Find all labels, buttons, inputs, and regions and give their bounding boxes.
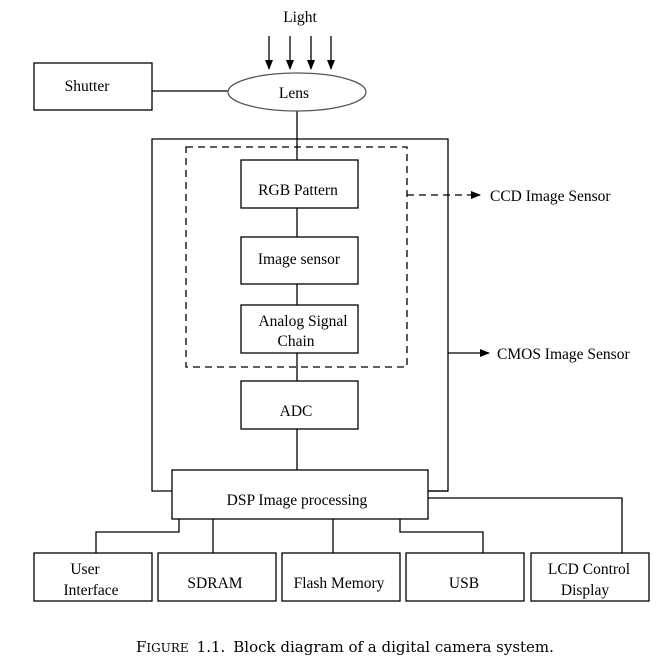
adc-block: ADC	[240, 380, 359, 430]
lcd-control-display-block: LCD Control Display	[530, 552, 650, 602]
usb-label: USB	[449, 575, 479, 592]
image-sensor-block: Image sensor	[240, 236, 359, 285]
light-label: Light	[283, 9, 317, 26]
edge-dsp-user-interface	[95, 519, 180, 553]
flash-memory-label: Flash Memory	[294, 575, 385, 592]
ccd-arrow-icon	[471, 191, 481, 199]
sdram-block: SDRAM	[157, 552, 277, 602]
lens-label: Lens	[279, 85, 309, 102]
lcd-label-line2: Display	[561, 582, 609, 599]
caption-prefix-first: F	[136, 638, 146, 656]
analog-signal-chain-label-line2: Chain	[277, 333, 314, 350]
rgb-pattern-block: RGB Pattern	[240, 159, 359, 209]
rgb-pattern-label: RGB Pattern	[258, 182, 338, 199]
light-arrows	[265, 36, 335, 70]
analog-signal-chain-label-line1: Analog Signal	[258, 313, 347, 330]
user-interface-label-line1: User	[70, 561, 100, 578]
ccd-label: CCD Image Sensor	[490, 188, 611, 205]
image-sensor-label: Image sensor	[258, 251, 341, 268]
cmos-label: CMOS Image Sensor	[497, 346, 630, 363]
flash-memory-block: Flash Memory	[281, 552, 401, 602]
caption-text: Block diagram of a digital camera system…	[233, 638, 554, 656]
adc-label: ADC	[280, 403, 313, 420]
shutter-label: Shutter	[65, 78, 111, 95]
usb-block: USB	[405, 552, 525, 602]
sdram-label: SDRAM	[187, 575, 242, 592]
dsp-label: DSP Image processing	[227, 492, 368, 509]
user-interface-block: User Interface	[33, 552, 153, 602]
lens-block: Lens	[227, 72, 367, 112]
ccd-sensor-group	[185, 146, 408, 368]
dsp-block: DSP Image processing	[171, 469, 429, 520]
figure-caption: FIGURE 1.1. Block diagram of a digital cam…	[136, 638, 554, 656]
caption-number: 1.1.	[197, 638, 226, 656]
caption-prefix-rest: IGURE	[146, 641, 188, 655]
user-interface-label-line2: Interface	[63, 582, 118, 599]
edge-dsp-usb	[399, 519, 484, 553]
lcd-label-line1: LCD Control	[548, 561, 630, 578]
shutter-block: Shutter	[33, 62, 153, 111]
analog-signal-chain-block: Analog Signal Chain	[240, 304, 359, 354]
edge-dsp-lcd	[428, 497, 623, 553]
